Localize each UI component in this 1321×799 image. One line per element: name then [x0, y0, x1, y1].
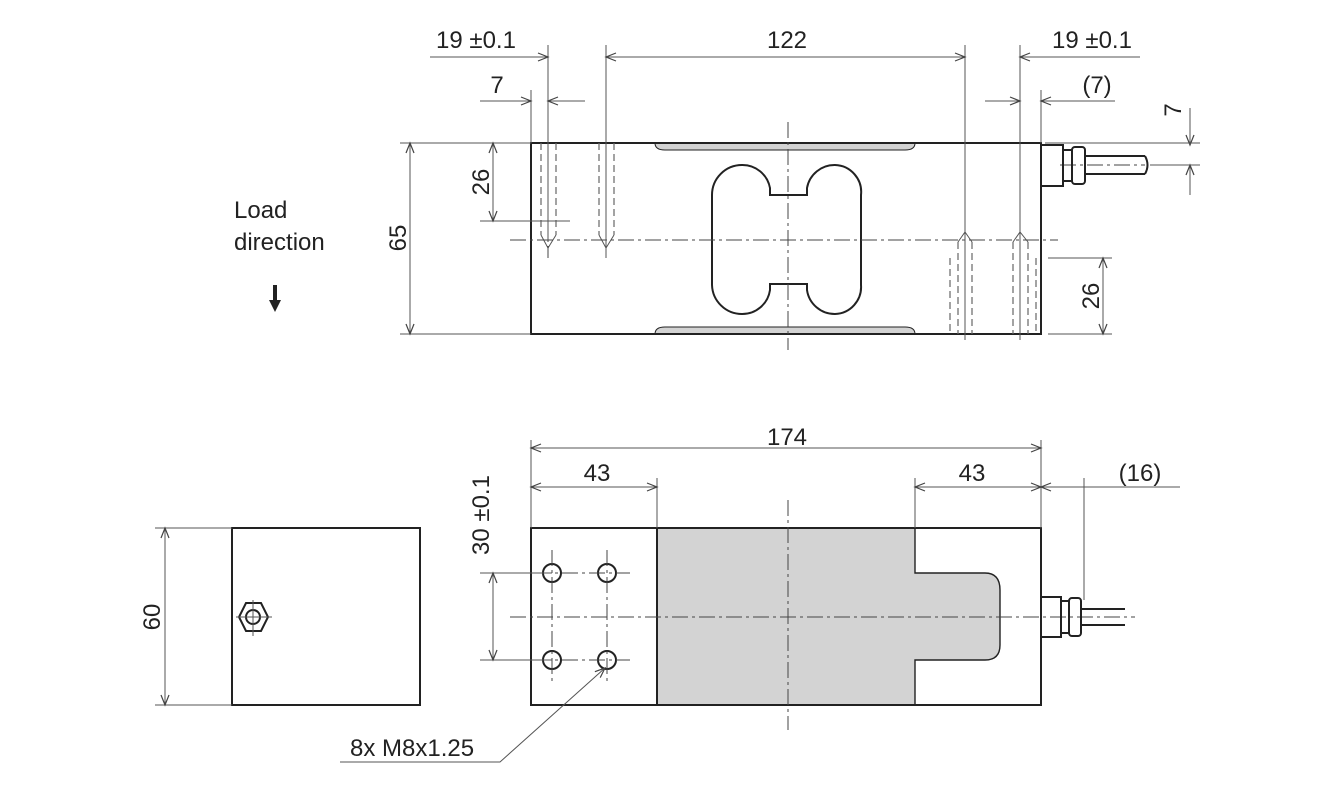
dim-hole-span: 122 [767, 27, 807, 54]
dim-hole-spacing: 30 ±0.1 [468, 475, 495, 555]
load-label-line1: Load [234, 197, 287, 224]
dim-cable-gland: (16) [1119, 460, 1162, 487]
dim-cable-height: 7 [1160, 103, 1187, 116]
end-view: 60 [139, 526, 421, 707]
load-direction-label: Load direction [234, 197, 325, 312]
hex-nut-icon [236, 600, 272, 636]
dim-left-depth: 26 [468, 169, 495, 196]
cable-gland-bottom [1040, 596, 1125, 638]
dim-height: 65 [385, 225, 412, 252]
dim-right-pitch: 19 ±0.1 [1052, 27, 1132, 54]
dim-left-pad: 43 [584, 460, 611, 487]
down-arrow-icon [269, 285, 281, 312]
dim-right-depth: 26 [1078, 283, 1105, 310]
bottom-view: 174 43 43 (16) 30 ±0.1 8x M8x1.25 [340, 424, 1180, 763]
dim-width: 60 [139, 604, 166, 631]
dim-length: 174 [767, 424, 807, 451]
load-label-line2: direction [234, 229, 325, 256]
side-view: 19 ±0.1 122 19 ±0.1 7 (7) 7 65 26 26 [385, 27, 1200, 350]
cable-gland [1040, 144, 1149, 187]
thread-callout: 8x M8x1.25 [350, 735, 474, 762]
dim-right-offset: (7) [1082, 72, 1111, 99]
dim-left-pitch: 19 ±0.1 [436, 27, 516, 54]
dim-right-pad: 43 [959, 460, 986, 487]
dim-left-offset: 7 [490, 72, 503, 99]
